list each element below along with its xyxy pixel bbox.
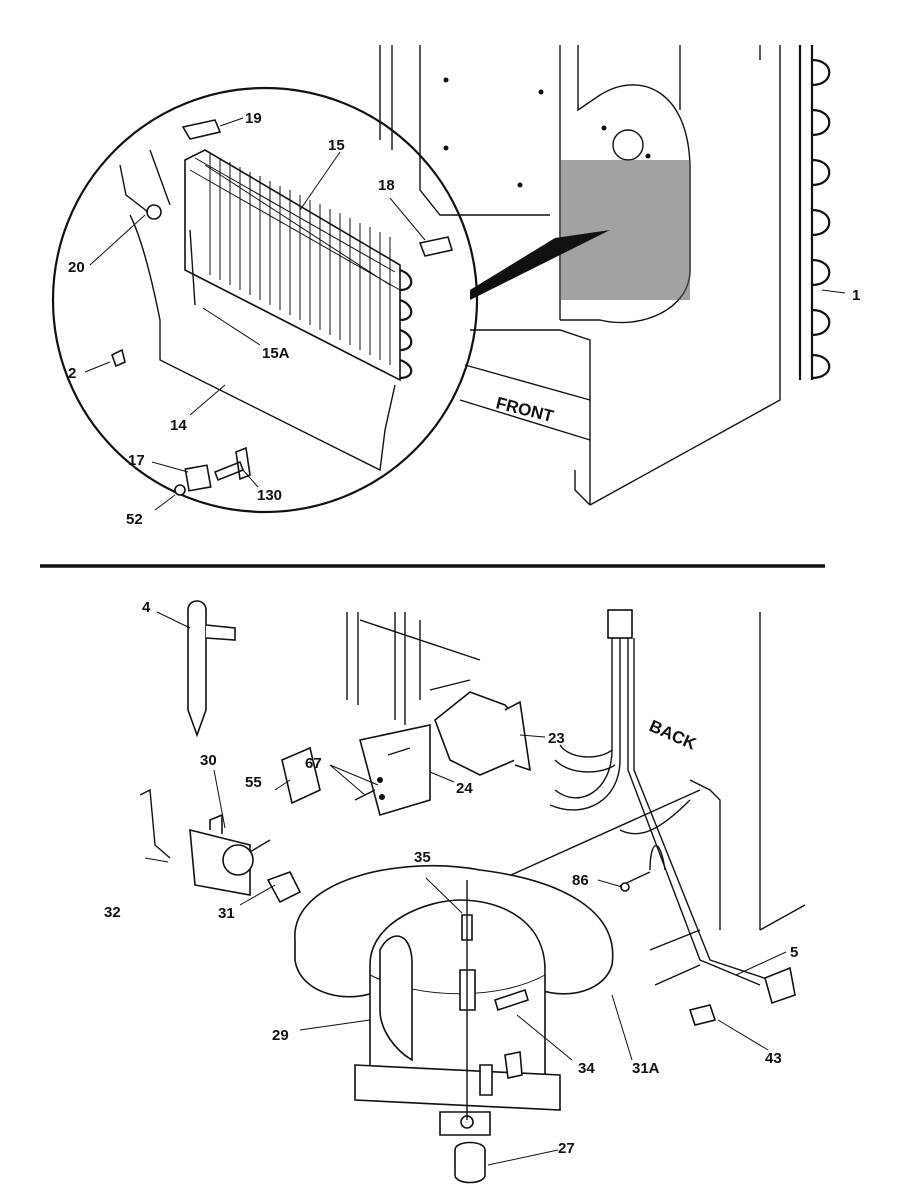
label-27: 27 [558, 1140, 575, 1157]
label-14: 14 [170, 417, 187, 434]
label-67: 67 [305, 755, 322, 772]
label-2: 2 [68, 365, 76, 382]
leader-lines [84, 117, 846, 1166]
detail-circle [51, 86, 479, 514]
label-31a: 31A [632, 1060, 660, 1077]
evaporator-coil [184, 149, 413, 382]
drier-filter [187, 600, 236, 738]
label-17: 17 [128, 452, 145, 469]
small-parts-bottom [619, 845, 717, 1026]
condenser-coil [798, 45, 831, 380]
defrost-timer [354, 691, 531, 817]
label-19: 19 [245, 110, 262, 127]
cabinet-back [346, 612, 806, 931]
label-23: 23 [548, 730, 565, 747]
label-5: 5 [790, 944, 798, 961]
label-43: 43 [765, 1050, 782, 1067]
label-55: 55 [245, 774, 262, 791]
wire-harness [549, 609, 796, 1005]
label-18: 18 [378, 177, 395, 194]
label-31: 31 [218, 905, 235, 922]
label-1: 1 [852, 287, 860, 304]
label-30: 30 [200, 752, 217, 769]
label-86: 86 [572, 872, 589, 889]
front-label: FRONT [494, 393, 556, 426]
label-15: 15 [328, 137, 345, 154]
overload-relay-parts [139, 746, 321, 904]
cabinet-interior [379, 45, 781, 506]
label-20: 20 [68, 259, 85, 276]
label-24: 24 [456, 780, 473, 797]
label-29: 29 [272, 1027, 289, 1044]
label-34: 34 [578, 1060, 595, 1077]
label-35: 35 [414, 849, 431, 866]
label-4: 4 [142, 599, 151, 616]
back-label: BACK [646, 716, 699, 754]
label-15a: 15A [262, 345, 290, 362]
evaporator-small-parts [111, 119, 454, 496]
label-130: 130 [257, 487, 282, 504]
label-32: 32 [104, 904, 121, 921]
label-52: 52 [126, 511, 143, 528]
compressor [294, 864, 614, 1184]
